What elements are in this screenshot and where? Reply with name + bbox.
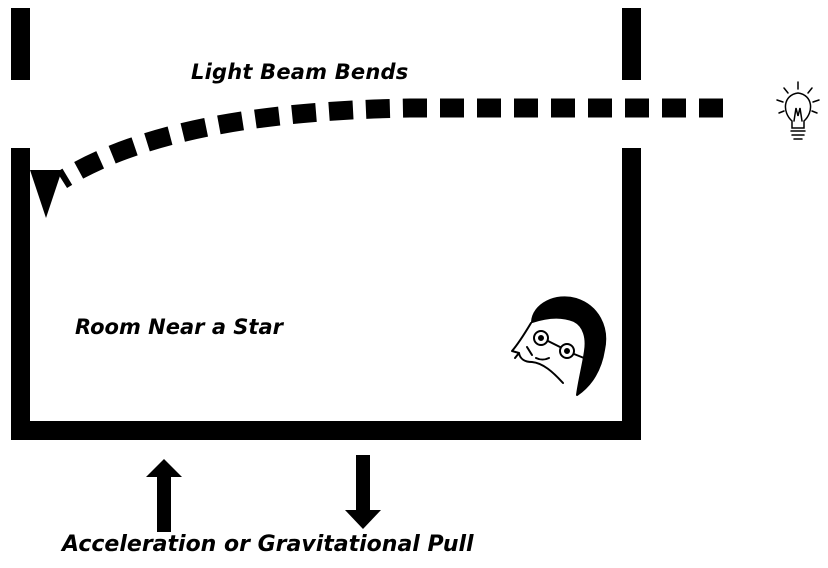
floor	[11, 421, 641, 440]
upper-right-wall	[622, 8, 641, 80]
room-label: Room Near a Star	[75, 315, 283, 339]
diagram-title: Light Beam Bends	[191, 60, 408, 84]
arrow-down-icon	[345, 455, 381, 529]
diagram-caption: Acceleration or Gravitational Pull	[62, 532, 474, 557]
light-beam-arrowhead	[30, 170, 62, 218]
observer-face-icon	[512, 297, 605, 395]
arrow-up-icon	[146, 459, 182, 532]
left-wall	[11, 148, 30, 440]
upper-left-wall	[11, 8, 30, 80]
right-wall	[622, 148, 641, 440]
light-bulb-icon	[777, 82, 819, 139]
